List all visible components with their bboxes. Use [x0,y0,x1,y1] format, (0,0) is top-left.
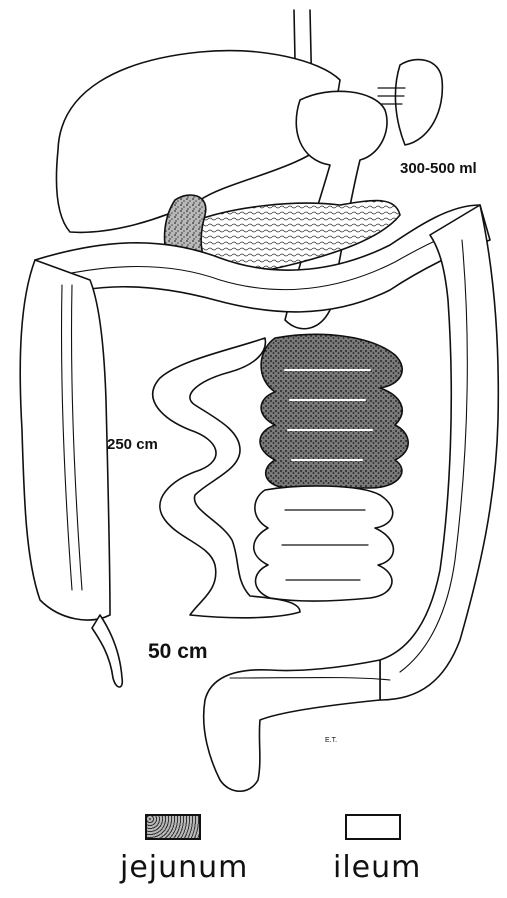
sigmoid-colon [204,660,380,791]
stomach-volume-label: 300-500 ml [400,160,477,177]
artist-initials: E.T. [325,737,337,744]
appendix [92,615,122,687]
spleen [395,60,442,145]
jejunum [260,334,408,488]
ileum [254,486,394,601]
legend-label-jejunum: jejunum [120,850,248,885]
legend-swatch-jejunum [145,814,201,840]
legend-label-ileum: ileum [333,850,421,885]
terminal-ileum-length-label: 50 cm [148,640,208,664]
small-bowel-length-label: 250 cm [107,436,158,453]
legend-swatch-ileum [345,814,401,840]
ascending-colon [20,260,110,620]
